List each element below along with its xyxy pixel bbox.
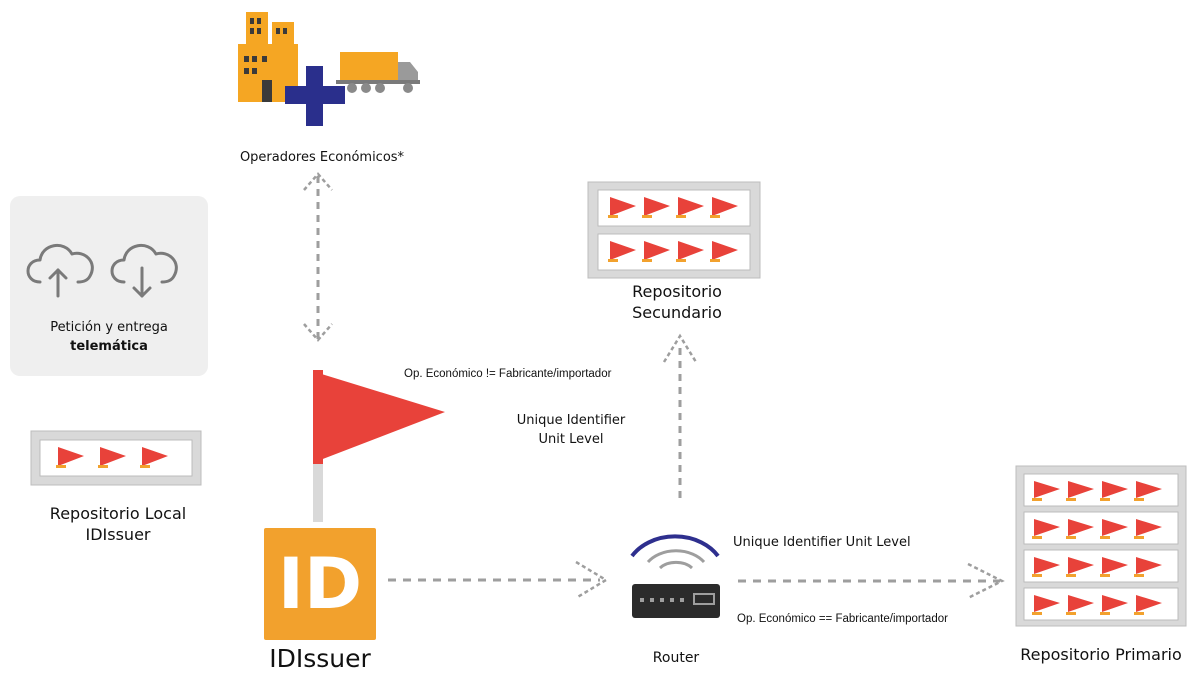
repositorio-primario-label: Repositorio Primario — [1020, 645, 1182, 664]
flag-icon — [313, 370, 445, 522]
idissuer-label: IDIssuer — [269, 644, 371, 673]
operadores-label: Operadores Económicos* — [239, 150, 405, 165]
edge-label-uid-unit-level-secundario: Unique Identifier Unit Level — [496, 411, 646, 449]
repositorio-secundario-rack — [587, 181, 761, 279]
telematica-panel-text: Petición y entrega telemática — [10, 318, 208, 356]
edge-label-op-not-fabricante: Op. Económico != Fabricante/importador — [404, 368, 612, 380]
repositorio-local-line1: Repositorio Local — [49, 504, 187, 523]
repositorio-local-rack — [30, 430, 202, 486]
router-icon — [630, 534, 720, 618]
telematica-line1: Petición y entrega — [50, 320, 168, 335]
repositorio-secundario-line2: Secundario — [632, 303, 722, 322]
idissuer-logo: ID — [264, 528, 376, 640]
repositorio-secundario-line1: Repositorio — [632, 282, 722, 301]
telematica-line2: telemática — [70, 339, 148, 354]
router-label: Router — [652, 650, 700, 666]
repositorio-primario-rack — [1015, 465, 1187, 627]
repositorio-local-label: Repositorio Local IDIssuer — [18, 503, 218, 545]
cloud-download-icon — [110, 244, 178, 298]
edge-label-op-eq-fabricante: Op. Económico == Fabricante/importador — [737, 613, 948, 625]
cloud-upload-icon — [26, 244, 94, 298]
edge-label-uid-line1: Unique Identifier — [516, 413, 626, 428]
repositorio-secundario-label: Repositorio Secundario — [577, 281, 777, 323]
repositorio-local-line2: IDIssuer — [85, 525, 151, 544]
edge-label-uid-unit-level-primario: Unique Identifier Unit Level — [733, 535, 911, 550]
edge-label-uid-line2: Unit Level — [538, 432, 604, 447]
factory-truck-icon — [238, 12, 420, 126]
idissuer-logo-text: ID — [277, 543, 363, 625]
